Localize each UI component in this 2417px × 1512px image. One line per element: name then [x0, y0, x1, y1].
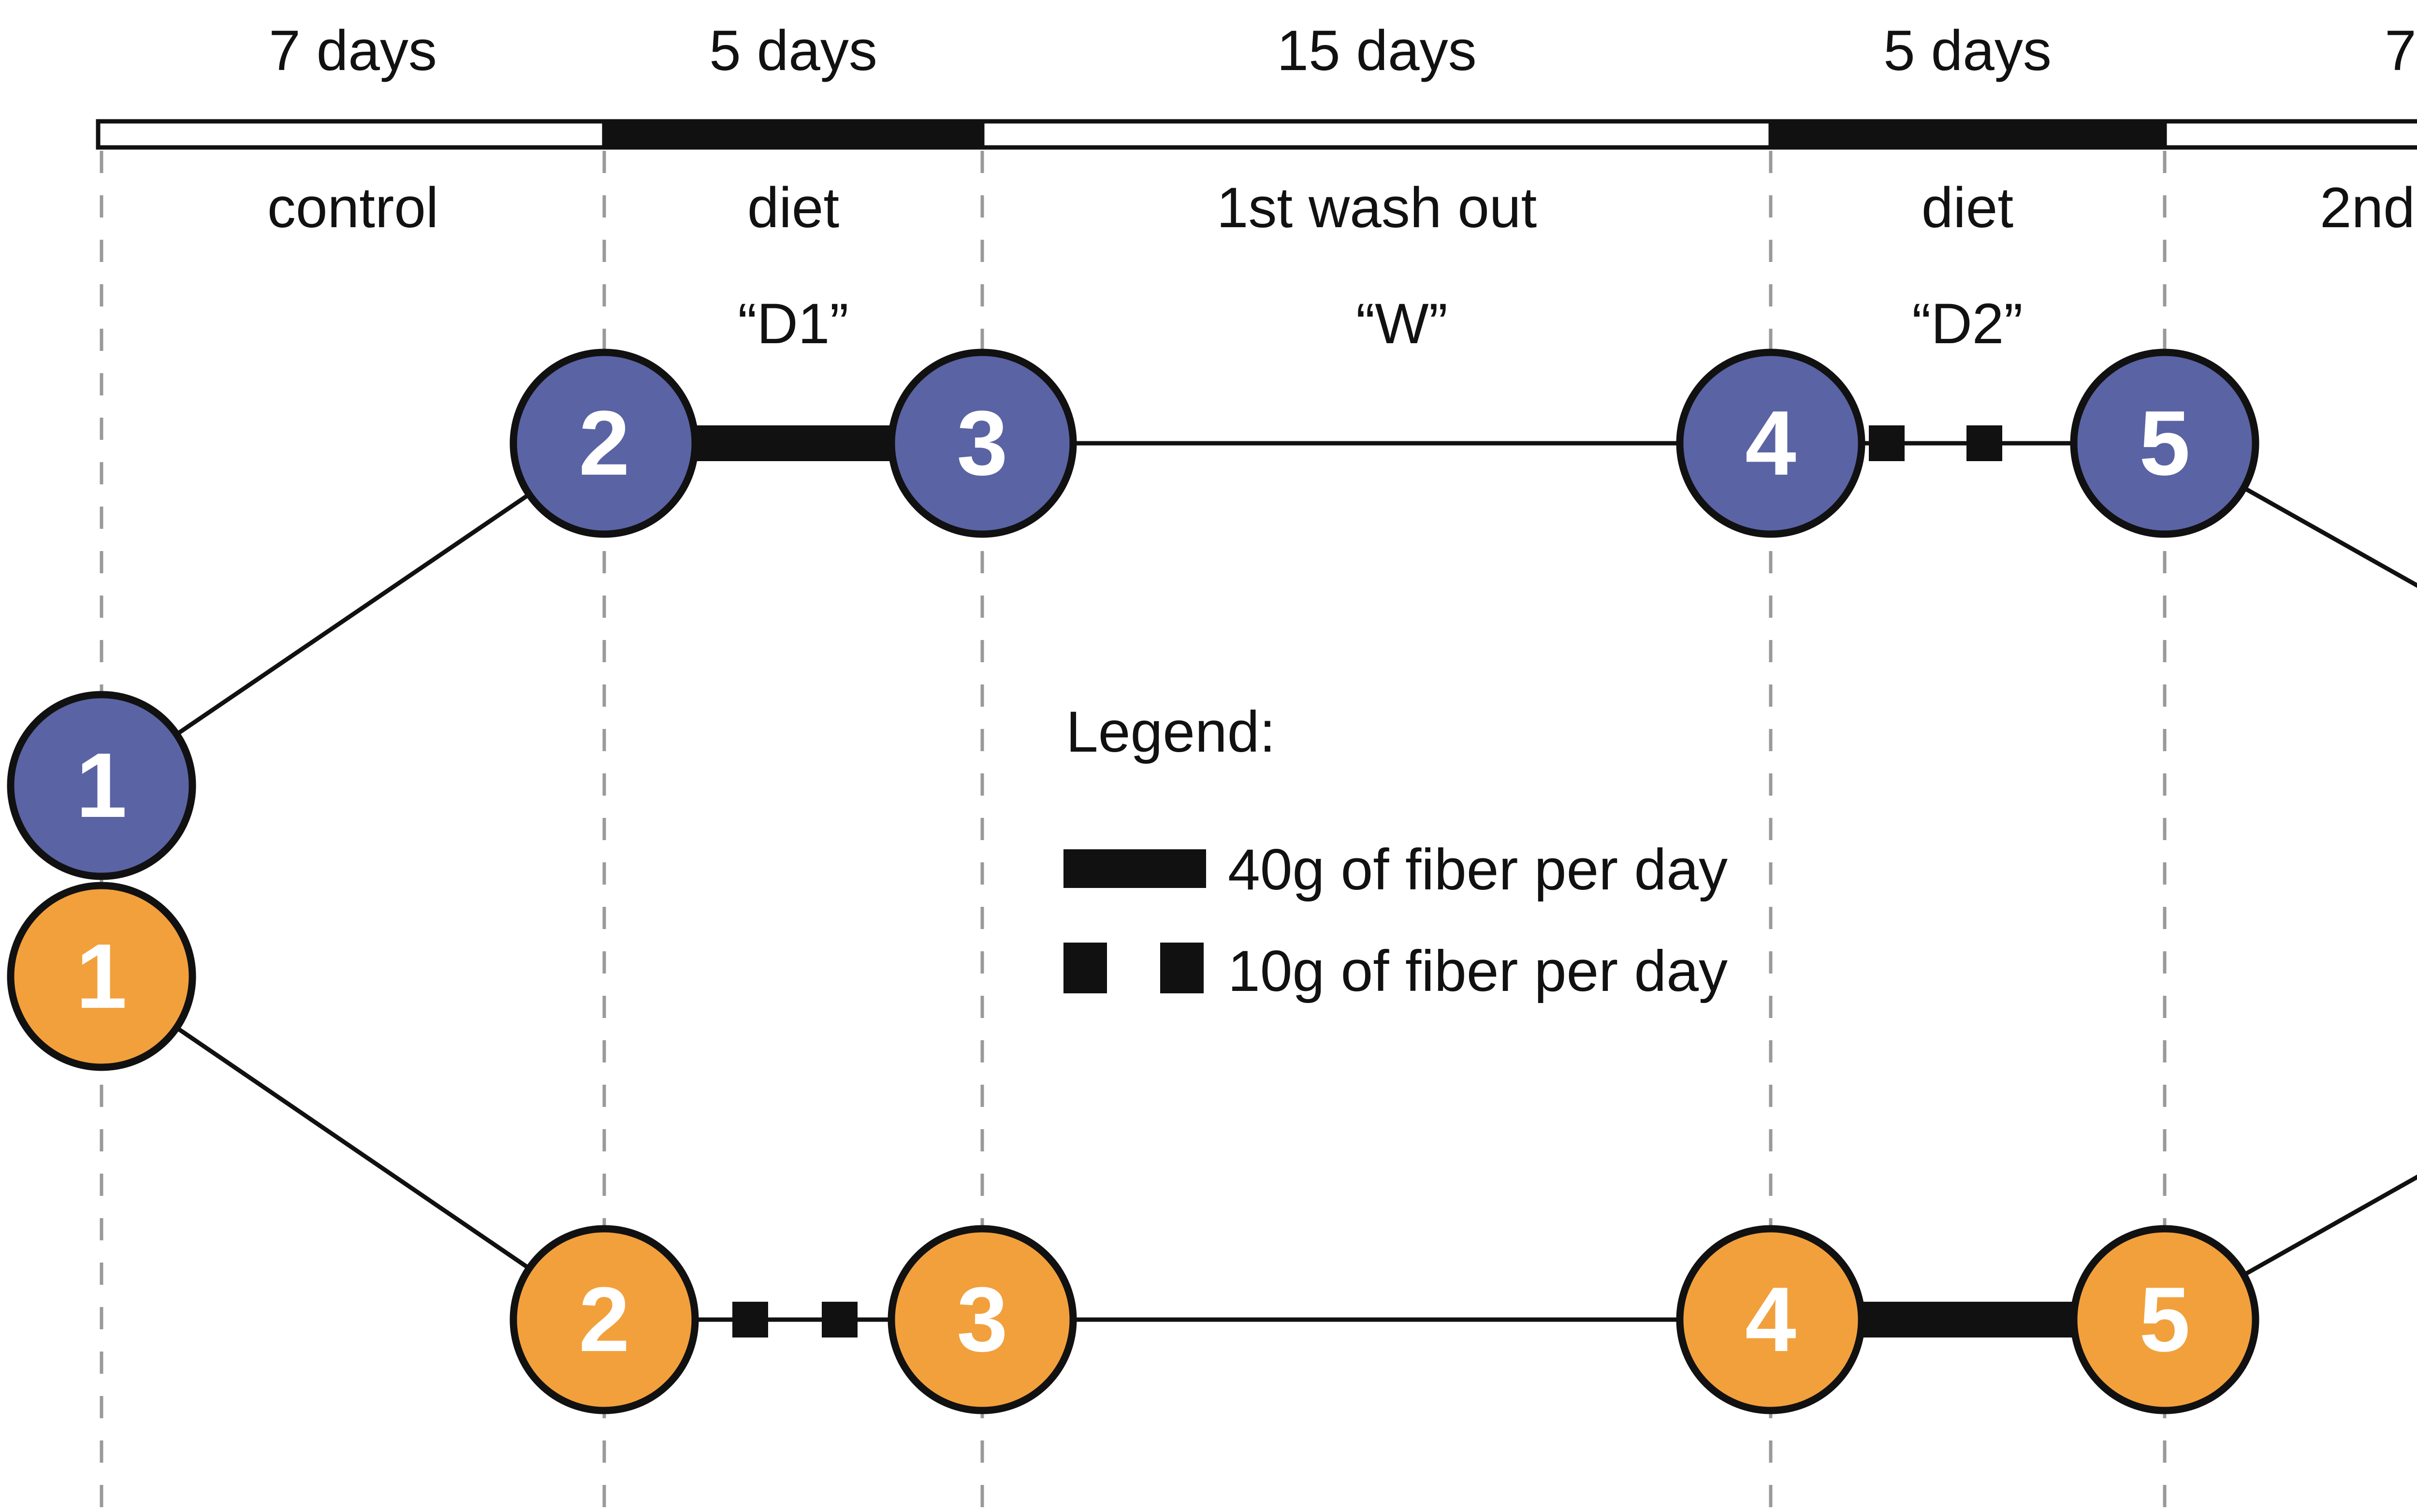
- legend-swatch-low-fiber-dash-2: [1160, 943, 1204, 993]
- phase-codes: “D1” “W” “D2”: [738, 292, 2023, 356]
- legend-label-low-fiber: 10g of fiber per day: [1228, 939, 1728, 1003]
- node-a-4[interactable]: 4: [1676, 349, 1865, 538]
- arm-a-nodes: 1 2 3 4 5 6: [7, 349, 2259, 880]
- node-b-2-circle[interactable]: [510, 1225, 699, 1414]
- phase-code-d2: “D2”: [1912, 292, 2023, 356]
- legend-entry-low-fiber: 10g of fiber per day: [1063, 939, 1728, 1003]
- node-a-2-circle[interactable]: [510, 349, 699, 538]
- node-b-5[interactable]: 5: [2070, 1225, 2259, 1414]
- node-a-1-label: 1: [76, 734, 127, 837]
- edge-b-5-6: [2163, 1174, 2417, 1322]
- arm-b-path: [100, 974, 2417, 1338]
- node-b-4-circle[interactable]: [1676, 1225, 1865, 1414]
- node-b-5-circle[interactable]: [2070, 1225, 2259, 1414]
- node-a-1-circle[interactable]: [7, 691, 196, 880]
- duration-label-1: 7 days: [269, 19, 437, 83]
- node-a-5-label: 5: [2139, 392, 2190, 494]
- timeline-segment-control: [96, 119, 607, 150]
- duration-label-2: 5 days: [709, 19, 877, 83]
- node-b-1-circle[interactable]: [7, 882, 196, 1071]
- node-a-3[interactable]: 3: [888, 349, 1077, 538]
- timeline-segment-washout-1: [980, 119, 1773, 150]
- edge-b-2-3-dash-2: [822, 1302, 858, 1338]
- phase-label-washout-1: 1st wash out: [1217, 176, 1537, 240]
- legend-swatch-low-fiber-dash-1: [1063, 943, 1107, 993]
- node-b-3-circle[interactable]: [888, 1225, 1077, 1414]
- phase-label-control: control: [267, 176, 438, 240]
- duration-labels: 7 days 5 days 15 days 5 days 7 days: [269, 19, 2417, 83]
- phase-label-washout-2: 2nd wash out: [2320, 176, 2417, 240]
- node-b-3-label: 3: [957, 1268, 1008, 1371]
- node-a-1[interactable]: 1: [7, 691, 196, 880]
- node-a-2-label: 2: [579, 392, 630, 494]
- node-a-3-label: 3: [957, 392, 1008, 494]
- node-b-2-label: 2: [579, 1268, 630, 1371]
- legend: Legend: 40g of fiber per day 10g of fibe…: [1063, 699, 1728, 1003]
- edge-b-1-2: [100, 974, 606, 1322]
- phase-label-diet-2: diet: [1922, 176, 2013, 240]
- duration-label-5: 7 days: [2385, 19, 2417, 83]
- legend-swatch-high-fiber: [1063, 849, 1206, 888]
- node-b-2[interactable]: 2: [510, 1225, 699, 1414]
- node-a-5-circle[interactable]: [2070, 349, 2259, 538]
- node-a-4-label: 4: [1745, 392, 1796, 494]
- node-a-3-circle[interactable]: [888, 349, 1077, 538]
- legend-title: Legend:: [1066, 699, 1276, 764]
- phase-code-w: “W”: [1356, 292, 1448, 356]
- node-b-5-label: 5: [2139, 1268, 2190, 1371]
- timeline-segment-diet-d1: [602, 119, 985, 150]
- legend-label-high-fiber: 40g of fiber per day: [1228, 837, 1728, 902]
- node-a-5[interactable]: 5: [2070, 349, 2259, 538]
- edge-a-4-5-dash-2: [1966, 425, 2002, 461]
- node-a-2[interactable]: 2: [510, 349, 699, 538]
- node-a-4-circle[interactable]: [1676, 349, 1865, 538]
- arm-b-nodes: 1 2 3 4 5 6: [7, 882, 2259, 1414]
- timeline-segment-washout-2: [2162, 119, 2417, 150]
- duration-label-4: 5 days: [1883, 19, 2052, 83]
- duration-label-3: 15 days: [1277, 19, 1476, 83]
- node-b-3[interactable]: 3: [888, 1225, 1077, 1414]
- node-b-4[interactable]: 4: [1676, 1225, 1865, 1414]
- edge-a-5-6: [2163, 441, 2417, 588]
- node-b-1-label: 1: [76, 925, 127, 1028]
- phase-labels: control diet 1st wash out diet 2nd wash …: [267, 176, 2417, 240]
- legend-entry-high-fiber: 40g of fiber per day: [1063, 837, 1728, 902]
- node-b-1[interactable]: 1: [7, 882, 196, 1071]
- edge-b-2-3-dash-1: [732, 1302, 768, 1338]
- timeline-segment-diet-d2: [1768, 119, 2167, 150]
- node-b-4-label: 4: [1745, 1268, 1796, 1371]
- timeline-bar: [96, 119, 2417, 150]
- phase-code-d1: “D1”: [738, 292, 848, 356]
- phase-label-diet-1: diet: [747, 176, 839, 240]
- edge-a-1-2: [100, 441, 606, 787]
- edge-a-4-5-dash-1: [1869, 425, 1905, 461]
